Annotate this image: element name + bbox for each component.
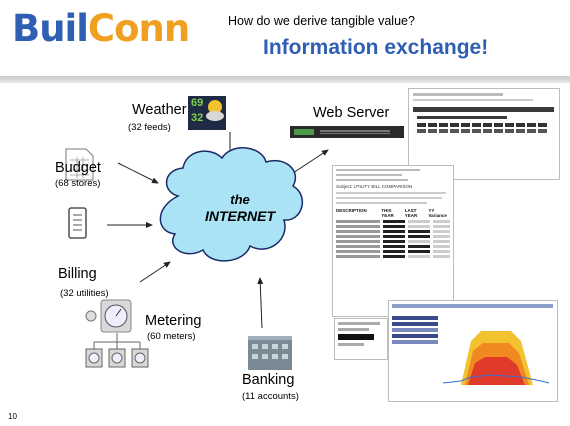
buildconn-logo: BuilConn	[12, 7, 190, 50]
weather-detail: (32 feeds)	[128, 122, 171, 133]
logo-part-2: Conn	[87, 7, 190, 50]
billing-icon	[68, 207, 87, 239]
arrow-budget	[117, 162, 159, 184]
slide-number: 10	[8, 412, 17, 421]
slide-subtitle: How do we derive tangible value?	[228, 14, 415, 28]
banking-label: Banking	[242, 372, 295, 388]
billing-detail: (32 utilities)	[60, 288, 109, 299]
logo-part-1: Buil	[12, 7, 89, 50]
internet-cloud	[159, 147, 303, 262]
web-server-icon	[290, 126, 404, 138]
col-header: THIS YEAR	[381, 208, 394, 218]
chart-sidebar	[392, 314, 438, 386]
arrow-metering	[139, 261, 171, 283]
web-server-label: Web Server	[313, 105, 390, 121]
col-header: LAST YEAR	[404, 208, 418, 218]
metering-detail: (60 meters)	[147, 331, 196, 342]
arrow-webserver	[289, 149, 329, 176]
weather-high-temp: 69	[191, 97, 204, 109]
budget-detail: (68 stores)	[55, 178, 101, 189]
col-header: YY Variance	[428, 208, 447, 218]
utility-bill-document: Subject: UTILITY BILL COMPARISON DESCRIP…	[332, 165, 454, 317]
banking-detail: (11 accounts)	[242, 391, 299, 402]
weather-label: Weather	[132, 102, 187, 118]
arrow-banking	[257, 277, 264, 329]
bill-table-rows	[336, 220, 451, 258]
weather-low-temp: 32	[191, 112, 204, 124]
header-divider	[0, 76, 570, 83]
billing-label: Billing	[58, 266, 97, 282]
meter-icon	[85, 299, 132, 333]
metering-label: Metering	[145, 313, 202, 329]
energy-chart-screenshot	[388, 300, 558, 402]
web-page-screenshot	[408, 88, 560, 180]
internet-label: INTERNET	[205, 208, 275, 224]
bank-building-icon	[248, 336, 292, 370]
bill-subject: Subject: UTILITY BILL COMPARISON	[336, 184, 413, 189]
meter-network-icon	[85, 333, 149, 368]
login-form-screenshot	[334, 318, 388, 360]
budget-label: Budget	[55, 160, 101, 176]
weather-icon	[188, 96, 226, 130]
energy-area-chart	[441, 311, 551, 389]
slide-title: Information exchange!	[263, 36, 489, 59]
col-header: DESCRIPTION	[336, 208, 367, 213]
budget-icon	[65, 148, 94, 181]
internet-label-the: the	[230, 192, 250, 207]
bill-table-header: DESCRIPTION THIS YEAR LAST YEAR YY Varia…	[336, 208, 450, 218]
